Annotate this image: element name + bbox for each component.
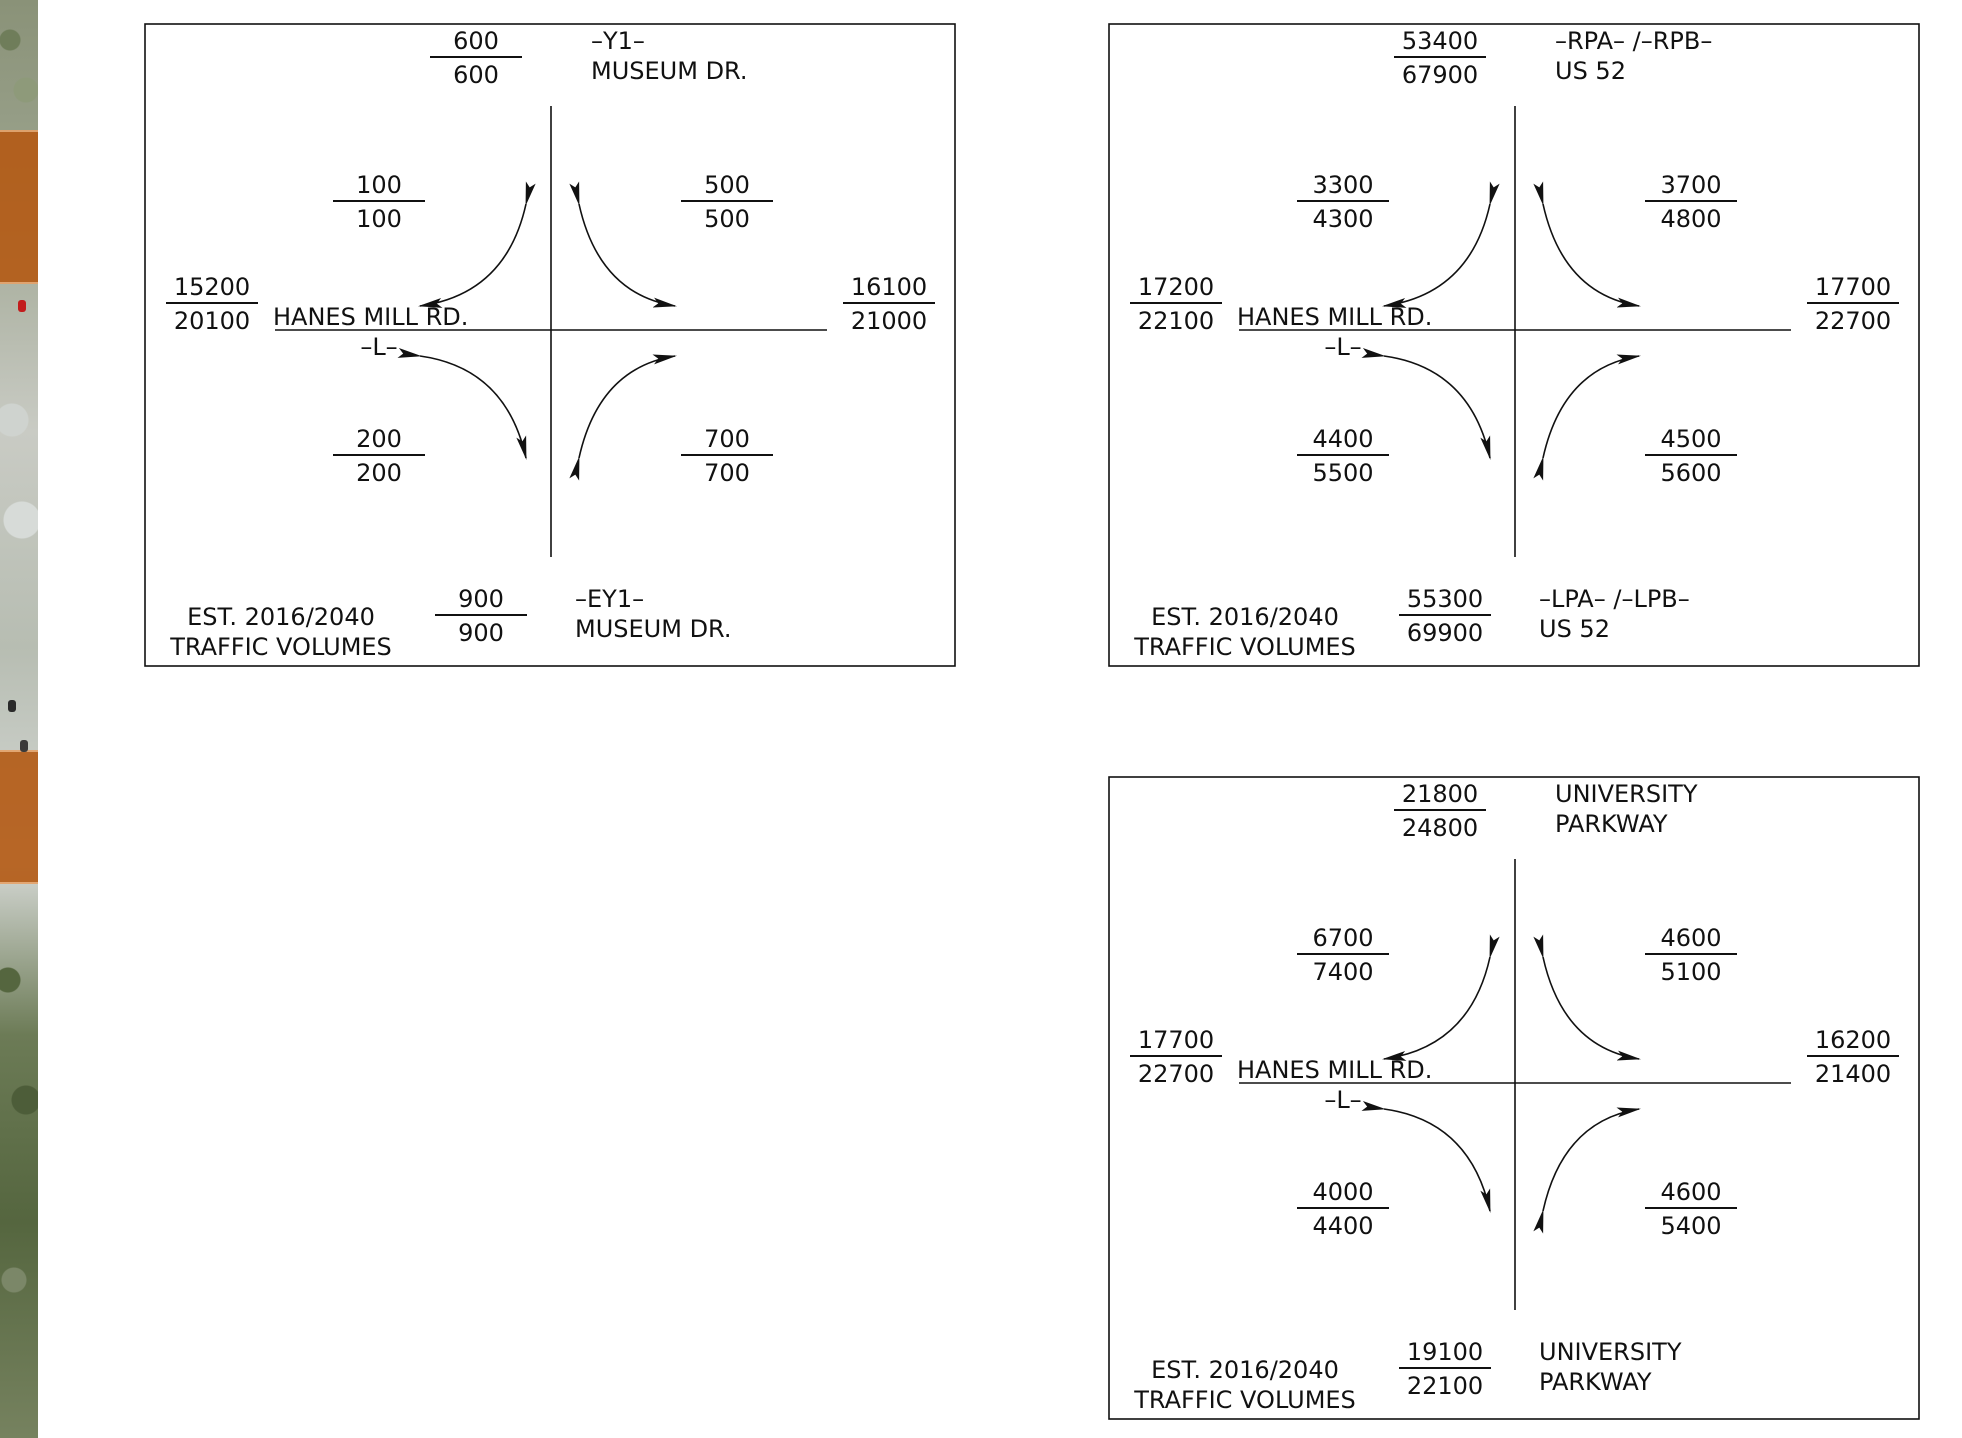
south-approach-2016-volume: 900 [458,585,504,613]
south-street-name: PARKWAY [1539,1368,1652,1396]
aerial-photo-strip [0,0,38,1438]
mainline-street-name: HANES MILL RD. [273,303,468,331]
estimate-note-caption: TRAFFIC VOLUMES [169,633,392,661]
southwest-movement-2040-volume: 200 [356,459,402,487]
northeast-movement-2016-volume: 4600 [1660,924,1721,952]
north-street-tag: UNIVERSITY [1555,780,1698,808]
southwest-movement-2040-volume: 5500 [1312,459,1373,487]
west-approach-2016-volume: 17200 [1138,273,1214,301]
estimate-note-years: EST. 2016/2040 [1151,1356,1339,1384]
north-street-name: US 52 [1555,57,1626,85]
north-approach-2040-volume: 24800 [1402,814,1478,842]
turn-arrow-northwest [1382,934,1500,1061]
west-approach-2040-volume: 22100 [1138,307,1214,335]
turn-arrow-northwest [418,181,536,308]
vehicle [20,740,28,752]
turn-arrow-northeast [569,181,677,308]
north-approach-2016-volume: 21800 [1402,780,1478,808]
turn-arrow-southeast [569,354,677,481]
turn-arrow-northeast [1533,934,1641,1061]
northwest-movement-2040-volume: 7400 [1312,958,1373,986]
turn-arrow-southeast [1533,354,1641,481]
south-street-tag: –EY1– [575,585,644,613]
mainline-street-name: HANES MILL RD. [1237,303,1432,331]
north-street-name: MUSEUM DR. [591,57,748,85]
west-approach-2016-volume: 15200 [174,273,250,301]
northeast-movement-2040-volume: 5100 [1660,958,1721,986]
east-approach-2016-volume: 17700 [1815,273,1891,301]
east-approach-2040-volume: 22700 [1815,307,1891,335]
panel-border [1108,776,1920,1420]
turn-arrow-southwest [397,347,527,460]
panel-border [1108,23,1920,667]
southeast-movement-2040-volume: 5400 [1660,1212,1721,1240]
intersection-panel-museum-dr: 600 600 100 100 500 500 15200 20100 16100 21000 20… [144,23,956,667]
northeast-movement-2040-volume: 500 [704,205,750,233]
east-approach-2040-volume: 21000 [851,307,927,335]
south-approach-2040-volume: 22100 [1407,1372,1483,1400]
southwest-movement-2016-volume: 4400 [1312,425,1373,453]
mainline-street-tag: –L– [360,333,397,361]
turn-arrow-southwest [1361,347,1491,460]
south-approach-2016-volume: 19100 [1407,1338,1483,1366]
south-street-name: MUSEUM DR. [575,615,732,643]
north-street-name: PARKWAY [1555,810,1668,838]
vehicle [8,700,16,712]
southeast-movement-2016-volume: 4600 [1660,1178,1721,1206]
south-approach-2016-volume: 55300 [1407,585,1483,613]
estimate-note-caption: TRAFFIC VOLUMES [1133,633,1356,661]
highlighted-roadway-band [0,750,38,884]
southeast-movement-2016-volume: 4500 [1660,425,1721,453]
north-approach-2016-volume: 53400 [1402,27,1478,55]
west-approach-2016-volume: 17700 [1138,1026,1214,1054]
northeast-movement-2016-volume: 500 [704,171,750,199]
east-approach-2016-volume: 16200 [1815,1026,1891,1054]
northwest-movement-2016-volume: 100 [356,171,402,199]
northwest-movement-2016-volume: 3300 [1312,171,1373,199]
south-street-tag: –LPA– /–LPB– [1539,585,1690,613]
south-street-name: US 52 [1539,615,1610,643]
northeast-movement-2040-volume: 4800 [1660,205,1721,233]
northwest-movement-2016-volume: 6700 [1312,924,1373,952]
north-approach-2040-volume: 600 [453,61,499,89]
intersection-panel-university-parkway: 21800 24800 6700 7400 4600 5100 17700 22700 1620… [1108,776,1920,1420]
south-approach-2040-volume: 900 [458,619,504,647]
panel-border [144,23,956,667]
mainline-street-tag: –L– [1324,333,1361,361]
turn-arrow-northeast [1533,181,1641,308]
southeast-movement-2016-volume: 700 [704,425,750,453]
southwest-movement-2016-volume: 200 [356,425,402,453]
north-street-tag: –RPA– /–RPB– [1555,27,1712,55]
east-approach-2016-volume: 16100 [851,273,927,301]
estimate-note-years: EST. 2016/2040 [187,603,375,631]
northeast-movement-2016-volume: 3700 [1660,171,1721,199]
south-street-tag: UNIVERSITY [1539,1338,1682,1366]
south-approach-2040-volume: 69900 [1407,619,1483,647]
north-approach-2040-volume: 67900 [1402,61,1478,89]
southwest-movement-2016-volume: 4000 [1312,1178,1373,1206]
west-approach-2040-volume: 22700 [1138,1060,1214,1088]
north-approach-2016-volume: 600 [453,27,499,55]
west-approach-2040-volume: 20100 [174,307,250,335]
southeast-movement-2040-volume: 5600 [1660,459,1721,487]
north-street-tag: –Y1– [591,27,645,55]
turn-arrow-southwest [1361,1100,1491,1213]
northwest-movement-2040-volume: 100 [356,205,402,233]
mainline-street-name: HANES MILL RD. [1237,1056,1432,1084]
east-approach-2040-volume: 21400 [1815,1060,1891,1088]
estimate-note-caption: TRAFFIC VOLUMES [1133,1386,1356,1414]
southeast-movement-2040-volume: 700 [704,459,750,487]
mainline-street-tag: –L– [1324,1086,1361,1114]
vehicle [18,300,26,312]
highlighted-roadway-band [0,130,38,284]
turn-arrow-northwest [1382,181,1500,308]
intersection-panel-us-52: 53400 67900 3300 4300 3700 4800 17200 22100 1770… [1108,23,1920,667]
northwest-movement-2040-volume: 4300 [1312,205,1373,233]
turn-arrow-southeast [1533,1107,1641,1234]
southwest-movement-2040-volume: 4400 [1312,1212,1373,1240]
estimate-note-years: EST. 2016/2040 [1151,603,1339,631]
